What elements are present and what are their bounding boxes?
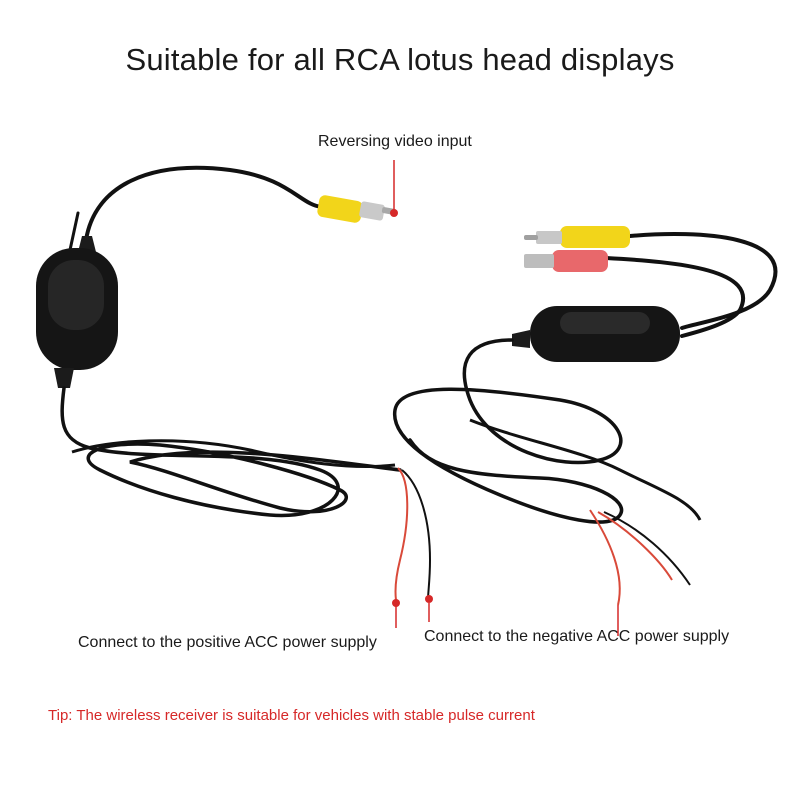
receiver-red-lead — [589, 509, 621, 606]
pointer-video-input — [390, 160, 398, 217]
headline: Suitable for all RCA lotus head displays — [125, 42, 675, 77]
rca-yellow-plug-receiver — [524, 226, 630, 248]
pointer-negative-acc — [425, 595, 433, 622]
receiver-power-cable-coil — [393, 338, 624, 524]
label-positive-acc: Connect to the positive ACC power supply — [78, 634, 377, 651]
receiver-dc-cable — [604, 256, 745, 338]
receiver-unit — [393, 226, 778, 606]
receiver-black-lead — [603, 511, 691, 586]
antenna-stub — [68, 211, 80, 252]
transmitter-video-cable — [84, 165, 324, 242]
label-negative-acc: Connect to the negative ACC power supply — [424, 628, 730, 645]
tip-text: Tip: The wireless receiver is suitable f… — [48, 707, 535, 724]
receiver-red-lead-2 — [597, 511, 673, 581]
transmitter-red-lead — [394, 467, 409, 601]
transmitter-unit — [36, 165, 432, 601]
rca-yellow-plug — [317, 195, 397, 223]
dc-red-plug — [524, 250, 608, 272]
receiver-video-cable — [628, 232, 778, 330]
transmitter-power-cable-coil — [60, 386, 402, 518]
label-reversing-video-input: Reversing video input — [318, 133, 472, 150]
transmitter-black-lead — [401, 469, 432, 601]
pointer-positive-acc — [392, 599, 400, 628]
